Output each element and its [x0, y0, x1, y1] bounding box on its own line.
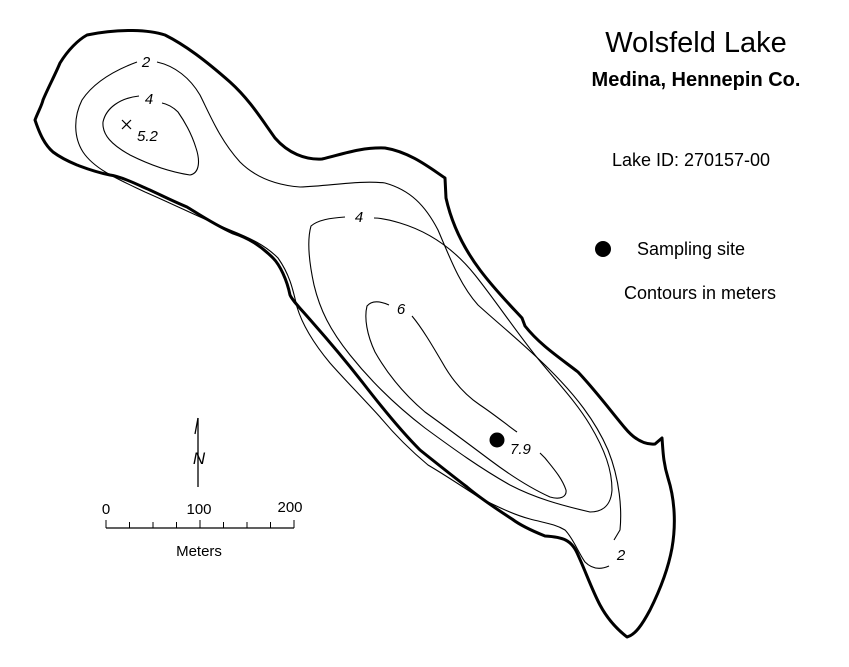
shoreline — [33, 28, 676, 639]
map-title: Wolsfeld Lake — [605, 27, 787, 59]
deep-point-marker-icon — [121, 119, 132, 130]
contour-label: 4 — [355, 209, 363, 226]
scale-unit-label: Meters — [176, 543, 222, 560]
contour-label: 2 — [616, 547, 626, 564]
north-label: N — [193, 449, 206, 468]
lake-id: Lake ID: 270157-00 — [612, 150, 770, 170]
max-depth-label: 5.2 — [137, 128, 159, 145]
scale-tick-label: 0 — [102, 501, 110, 518]
contour-4-main — [308, 216, 613, 513]
contour-4-northwest — [102, 95, 200, 176]
contour-label: 2 — [141, 54, 151, 71]
scale-tick-label: 100 — [186, 501, 211, 518]
legend-sampling-site: Sampling site — [637, 239, 745, 259]
map-subtitle: Medina, Hennepin Co. — [592, 69, 801, 91]
legend-sampling-site-icon — [595, 241, 611, 257]
contour-6-north — [411, 315, 518, 433]
scale-tick-label: 200 — [277, 499, 302, 516]
legend-contours-note: Contours in meters — [624, 283, 776, 303]
max-depth-label: 7.9 — [510, 441, 532, 458]
contour-label: 4 — [145, 91, 153, 108]
contour-2-south — [75, 61, 610, 569]
contour-6 — [365, 301, 567, 499]
contour-2 — [156, 61, 622, 541]
north-arrow-icon — [194, 417, 199, 487]
scale-bar — [105, 520, 295, 529]
sampling-site-icon — [489, 432, 505, 448]
contour-label: 6 — [397, 301, 406, 318]
